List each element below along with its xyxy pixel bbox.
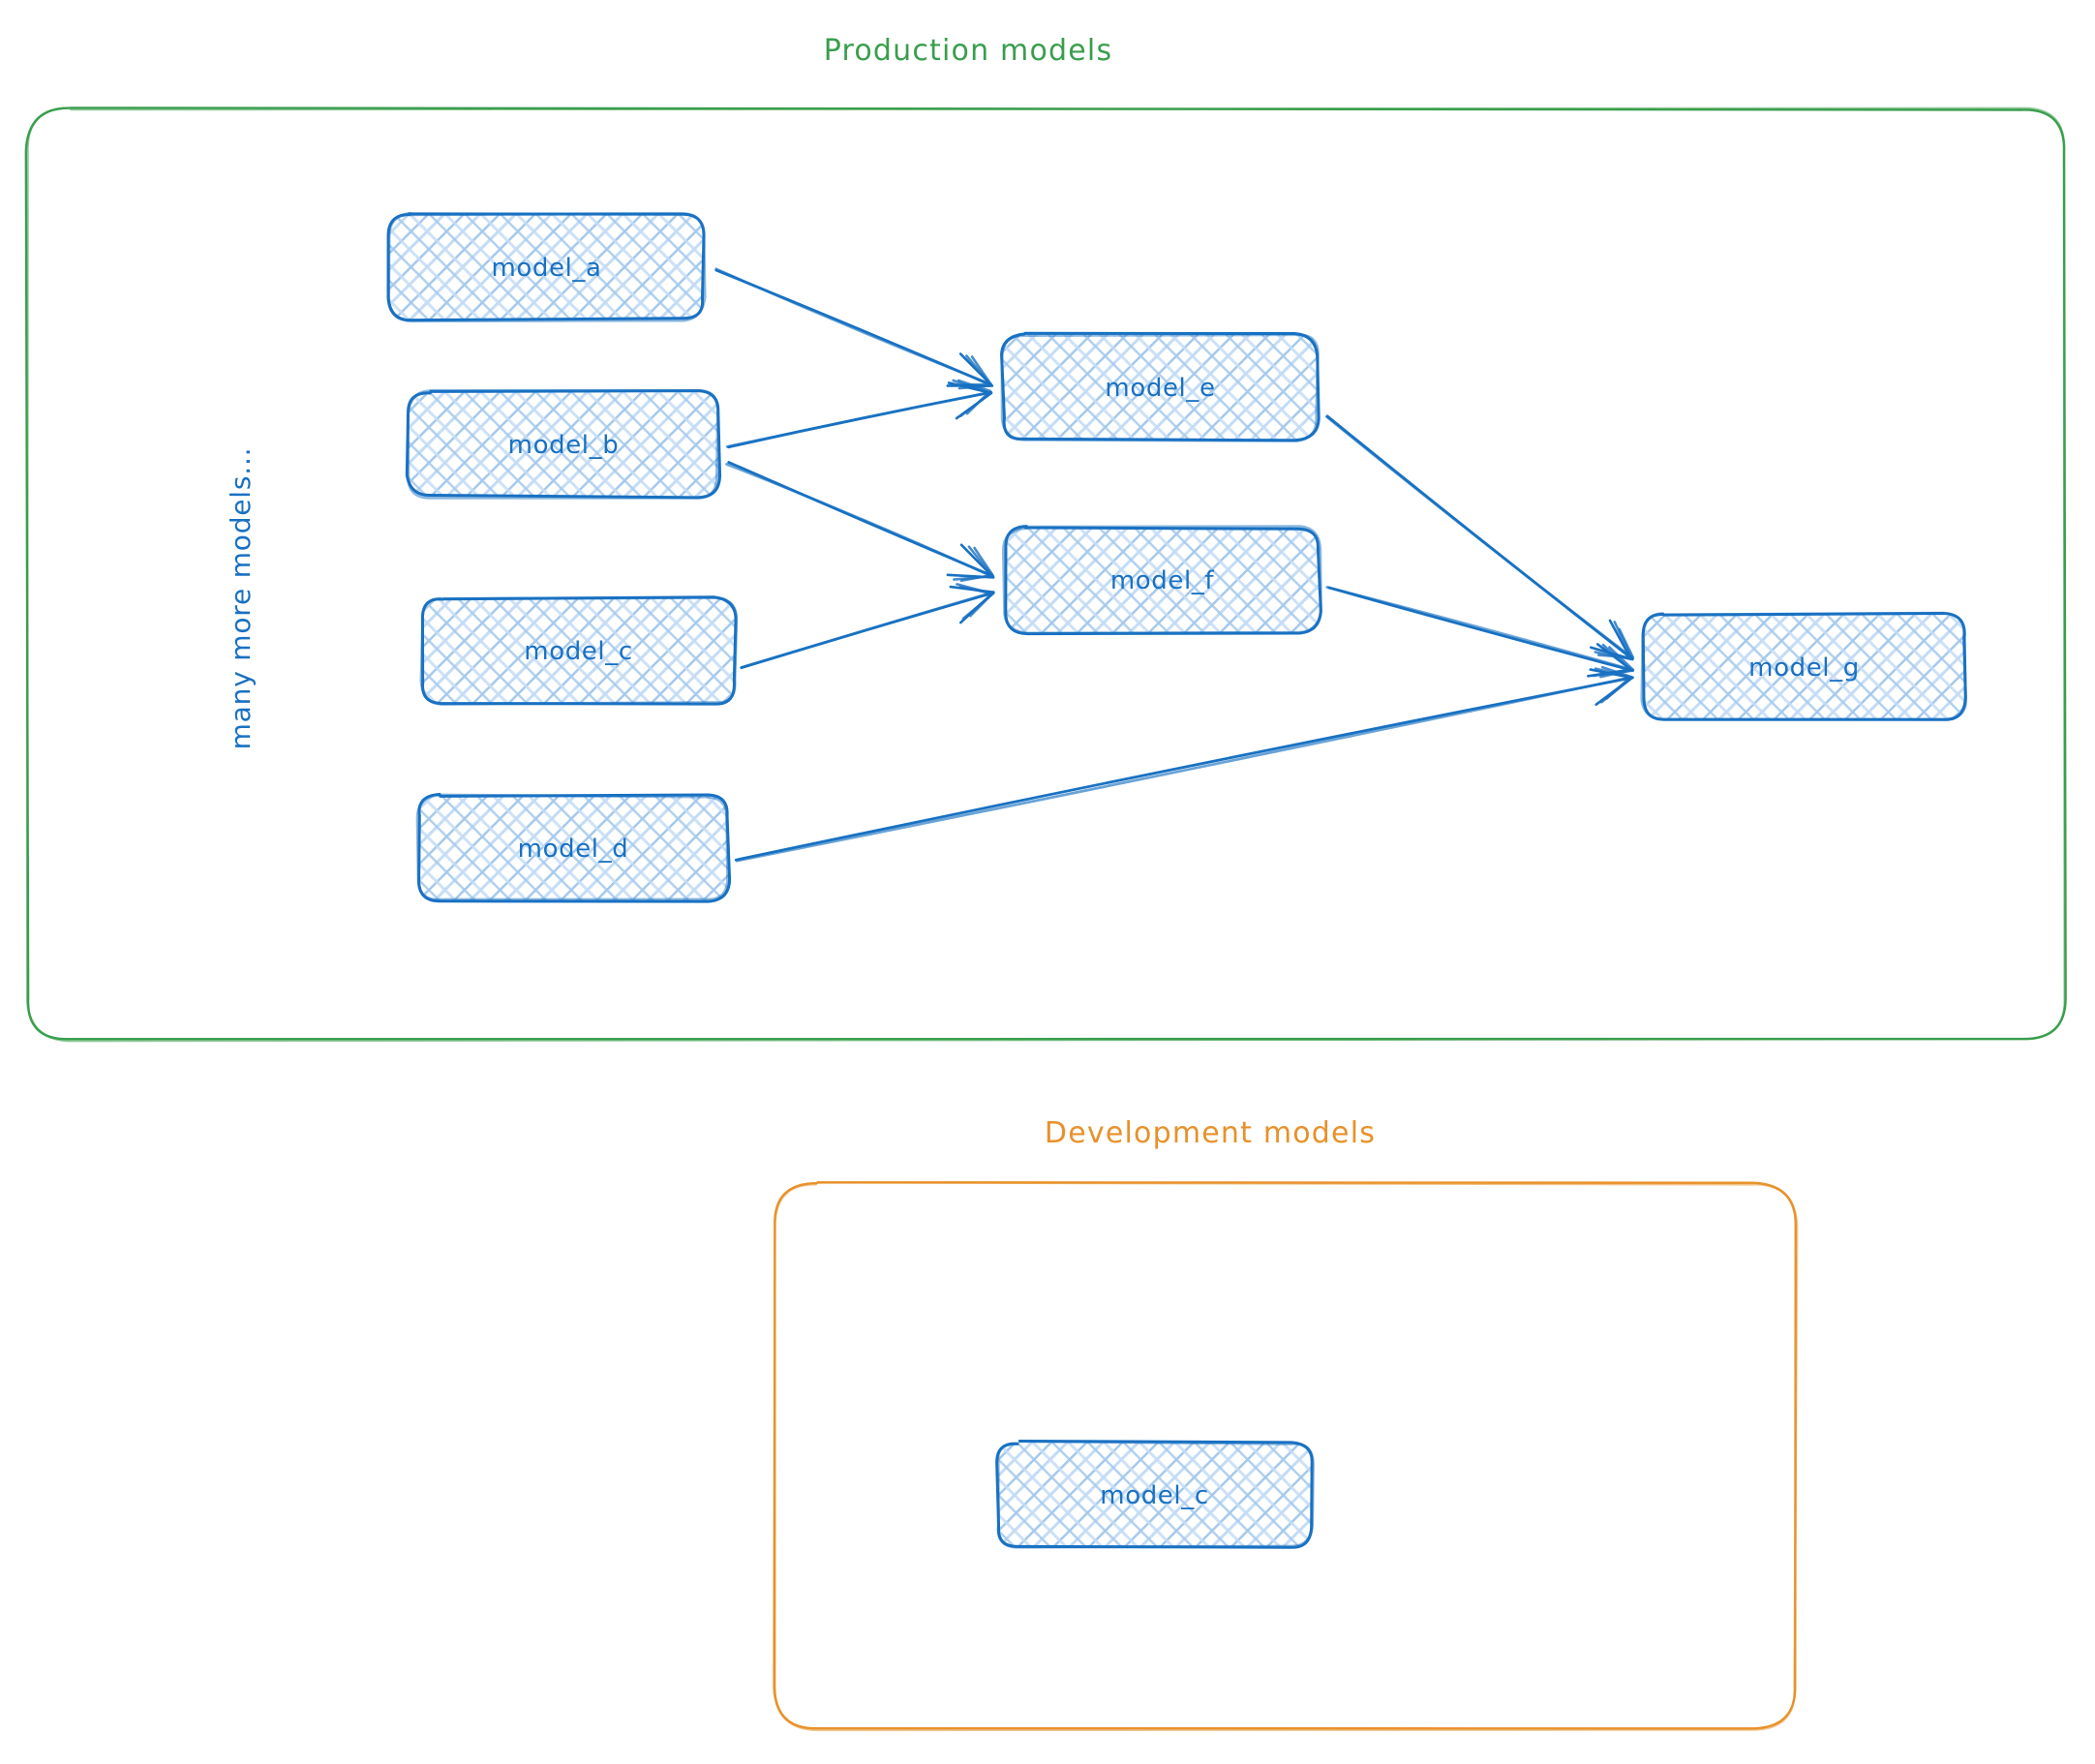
group-title-development: Development models [1045,1116,1376,1150]
edge-f-to-g[interactable] [1325,586,1635,679]
node-label-model_b: model_b [508,431,620,460]
node-label-model_d: model_d [518,835,629,864]
group-frame-development[interactable] [772,1181,1799,1732]
side-label-many-more-models: many more models... [225,447,257,750]
node-model_g[interactable]: model_g [1640,611,1967,721]
node-model_b[interactable]: model_b [405,388,722,500]
node-model_f[interactable]: model_f [1001,525,1322,636]
edge-c-to-f[interactable] [740,583,995,670]
node-label-model_g: model_g [1748,654,1860,683]
node-label-dev_model_c: model_c [1100,1481,1208,1510]
group-frames-layer [24,106,2067,1732]
nodes-layer: model_a model_b model_c model_d model_emodel… [386,211,1967,1549]
group-frame-production[interactable] [24,106,2067,1043]
node-model_d[interactable]: model_d [415,792,732,903]
node-model_c[interactable]: model_c [419,595,739,706]
edge-a-to-e[interactable] [714,267,994,390]
edge-d-to-g[interactable] [734,665,1634,863]
node-label-model_a: model_a [491,254,601,283]
node-model_a[interactable]: model_a [386,211,707,323]
node-label-model_e: model_e [1105,374,1215,403]
node-dev_model_c[interactable]: model_c [995,1439,1315,1549]
node-label-model_c: model_c [524,637,632,666]
node-label-model_f: model_f [1110,566,1215,595]
edge-b-to-e[interactable] [725,379,993,449]
edges-layer [714,267,1635,863]
node-model_e[interactable]: model_e [1000,331,1321,442]
edge-b-to-f[interactable] [725,461,995,582]
group-title-production: Production models [824,34,1113,68]
edge-e-to-g[interactable] [1324,414,1635,661]
